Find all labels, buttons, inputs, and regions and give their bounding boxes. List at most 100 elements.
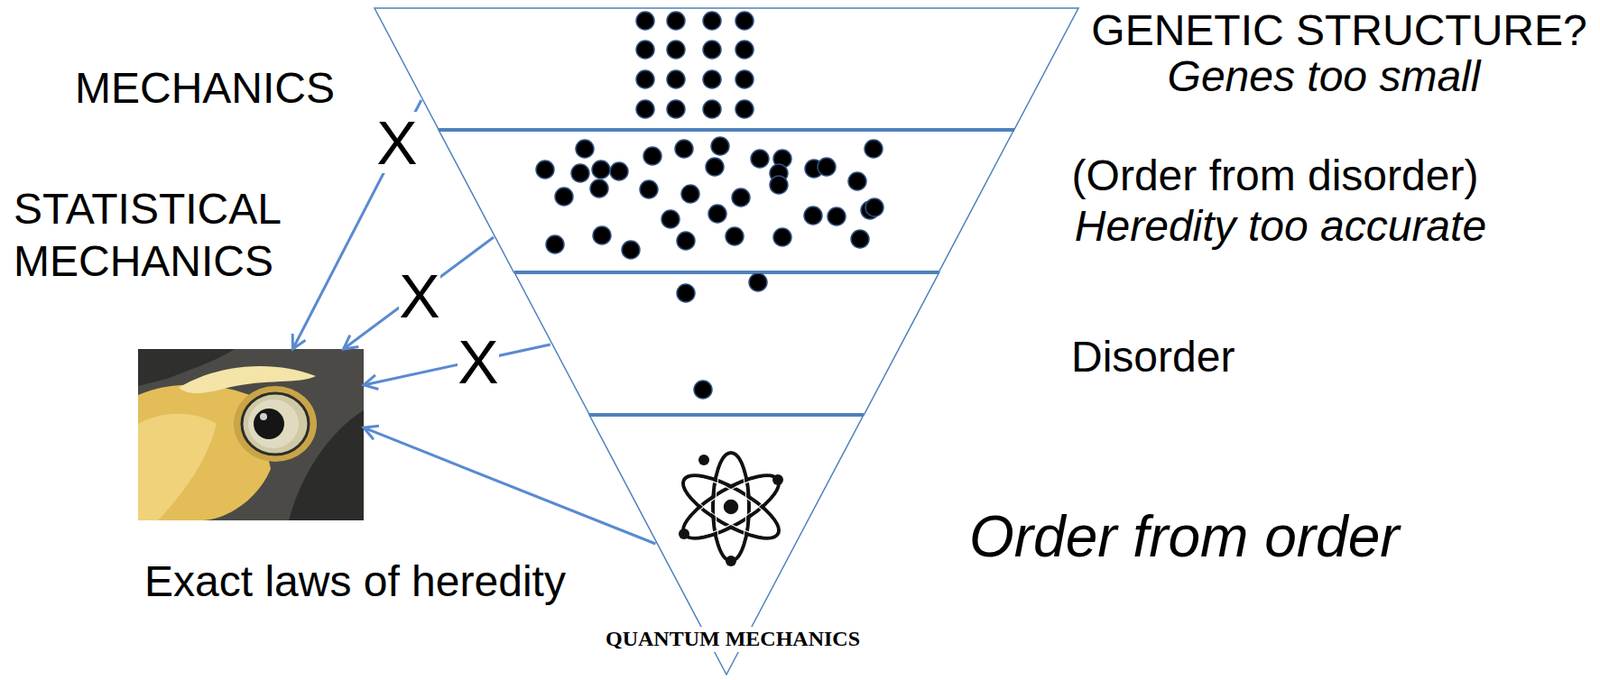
ordered-dots xyxy=(636,11,754,119)
dot xyxy=(636,11,655,30)
theory-name: QUANTUM MECHANICS xyxy=(605,627,861,653)
level-name: STATISTICAL MECHANICS xyxy=(13,183,312,287)
dot xyxy=(735,70,754,89)
dot xyxy=(554,187,574,206)
level-heading: Order from order xyxy=(969,504,1400,572)
dot xyxy=(702,11,722,30)
dot xyxy=(708,204,727,223)
dot xyxy=(750,149,769,168)
atom-orbit-shine xyxy=(715,455,747,559)
dot xyxy=(676,284,695,303)
atom-electron xyxy=(698,454,710,466)
dot xyxy=(661,210,680,229)
band-outline xyxy=(438,129,1015,273)
connector-arrow xyxy=(363,427,656,545)
dot xyxy=(610,162,629,181)
dot xyxy=(590,179,609,198)
dot xyxy=(666,40,685,59)
atom-electron xyxy=(725,555,737,567)
band-shape xyxy=(514,272,940,416)
dot xyxy=(702,100,722,119)
level-heading: (Order from disorder) xyxy=(1072,150,1480,201)
dot xyxy=(702,40,722,59)
dot xyxy=(636,70,655,89)
band-shape xyxy=(374,8,1079,130)
atom-orbit-shine xyxy=(678,468,784,546)
dot xyxy=(666,100,685,119)
eye-highlight xyxy=(259,413,268,421)
dot xyxy=(693,380,713,399)
level-dividers xyxy=(438,129,1015,416)
atom-orbit xyxy=(675,464,787,551)
level-note: Genes too small xyxy=(1167,51,1481,102)
dot xyxy=(536,160,555,179)
pale-skin xyxy=(138,414,217,521)
feathers xyxy=(138,349,364,521)
quantum-level: Order from orderQUANTUM MECHANICS xyxy=(589,415,864,676)
dot xyxy=(666,70,685,89)
genetic-level: GENETIC STRUCTURE?Genes too small xyxy=(374,8,1079,130)
dot xyxy=(592,226,611,245)
dot xyxy=(675,139,694,158)
dot xyxy=(702,70,722,89)
atom-symbol xyxy=(675,453,787,567)
band-outline xyxy=(514,272,940,416)
level-heading: GENETIC STRUCTURE? xyxy=(1091,5,1587,56)
dot xyxy=(571,164,590,183)
picture-caption: Exact laws of heredity xyxy=(144,556,566,607)
band-shape xyxy=(438,129,1015,273)
dot xyxy=(769,175,788,195)
dot xyxy=(725,227,744,246)
brow-ridge xyxy=(178,366,316,394)
dot xyxy=(643,147,662,166)
dot xyxy=(865,198,884,217)
dot xyxy=(621,240,640,259)
dot xyxy=(749,273,768,292)
pupil xyxy=(253,408,285,440)
band-shape xyxy=(589,415,864,676)
dot xyxy=(735,100,754,119)
dot xyxy=(676,231,695,250)
cross-mark: X xyxy=(376,111,417,174)
dot xyxy=(705,157,724,176)
iris xyxy=(248,399,299,449)
statistical-level: (Order from disorder)Heredity too accura… xyxy=(438,129,1015,273)
dot xyxy=(636,40,655,59)
dot xyxy=(848,172,867,191)
dot xyxy=(817,157,836,176)
level-heading: Disorder xyxy=(1071,332,1235,382)
level-name: MECHANICS xyxy=(74,63,335,113)
dot xyxy=(591,160,611,179)
atom-orbit xyxy=(675,464,787,551)
dot xyxy=(639,180,658,199)
cross-mark: X xyxy=(398,265,440,327)
dot xyxy=(850,230,870,249)
dot xyxy=(636,100,655,119)
atom-orbit xyxy=(712,453,750,562)
eye-photo xyxy=(138,349,364,521)
level-note: Heredity too accurate xyxy=(1074,201,1487,251)
disorder-level: Disorder xyxy=(514,272,940,416)
dot xyxy=(827,207,846,226)
dot xyxy=(804,206,823,225)
eye-ring xyxy=(233,386,317,463)
eye-ball xyxy=(241,393,309,455)
dot xyxy=(735,40,754,59)
dot xyxy=(545,235,565,254)
atom-orbit-shine xyxy=(678,468,784,546)
scattered-dots xyxy=(536,137,884,259)
dot xyxy=(575,139,594,158)
atom-electron xyxy=(772,474,784,486)
eye-picture: Exact laws of heredity xyxy=(138,349,364,521)
band-outline xyxy=(374,8,1079,130)
cross-mark: X xyxy=(457,331,499,393)
dot xyxy=(681,184,700,204)
dot xyxy=(773,228,792,247)
dot xyxy=(711,137,730,156)
dot xyxy=(735,11,754,30)
atom-electron xyxy=(678,528,690,540)
atom-nucleus xyxy=(722,499,740,516)
sparse-dots xyxy=(676,273,768,399)
dot xyxy=(864,139,883,158)
dot xyxy=(666,11,685,30)
